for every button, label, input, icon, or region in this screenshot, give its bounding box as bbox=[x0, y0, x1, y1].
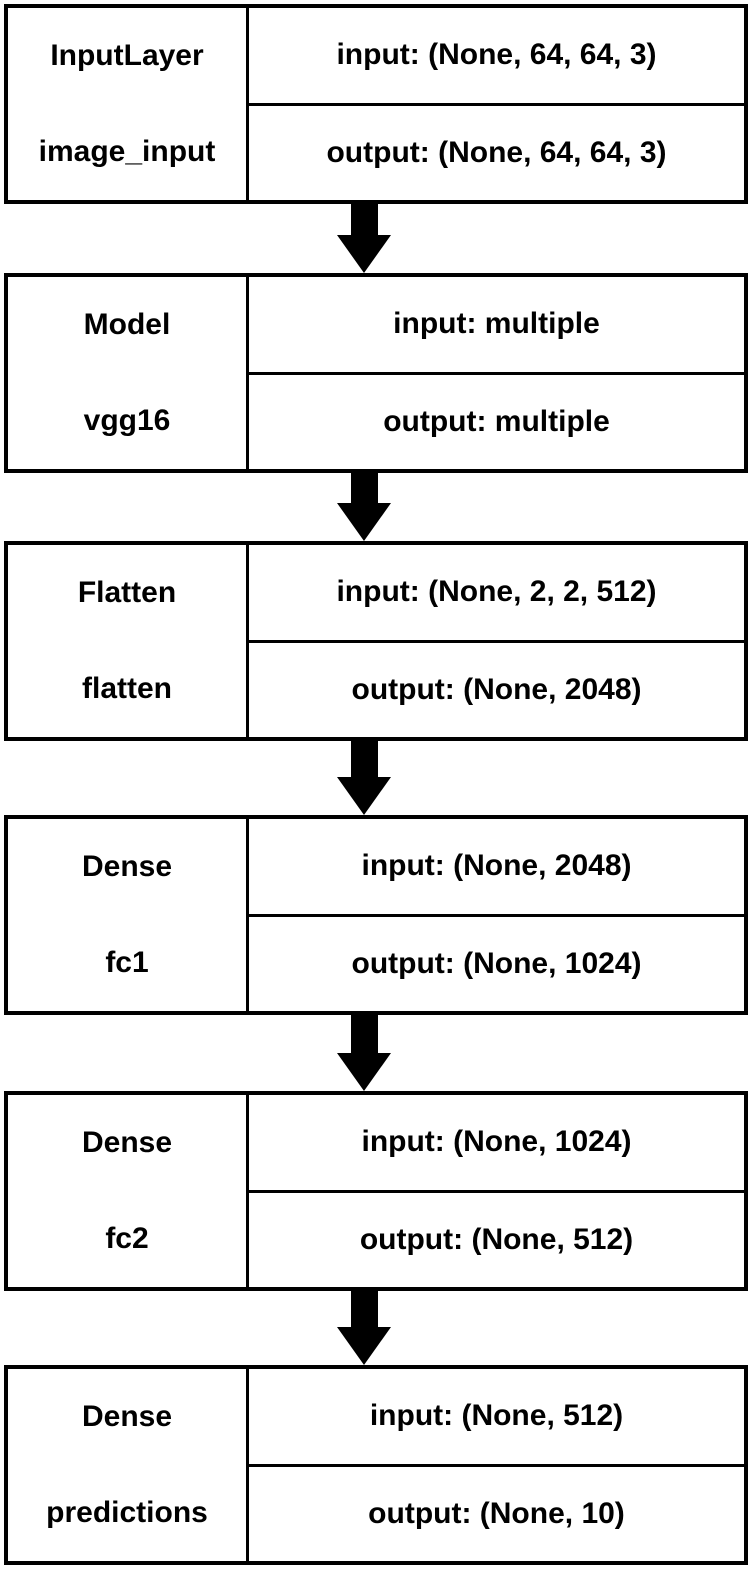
layer-input-shape: input: (None, 2048) bbox=[249, 819, 744, 917]
layer-name-label: fc2 bbox=[105, 1222, 149, 1255]
down-arrow-icon bbox=[337, 741, 391, 815]
arrow-shaft bbox=[350, 1291, 378, 1327]
layer-identity-cell: Dense fc2 bbox=[8, 1095, 249, 1287]
layer-name-label: predictions bbox=[46, 1496, 208, 1529]
layer-shapes-cell: input: (None, 64, 64, 3) output: (None, … bbox=[249, 8, 744, 200]
layer-node-image-input: InputLayer image_input input: (None, 64,… bbox=[4, 4, 748, 204]
arrow-shaft bbox=[350, 741, 378, 777]
layer-input-shape: input: (None, 64, 64, 3) bbox=[249, 8, 744, 106]
arrow-shaft bbox=[350, 204, 378, 235]
layer-output-shape: output: (None, 2048) bbox=[351, 672, 642, 706]
arrow-head bbox=[337, 235, 391, 273]
layer-node-vgg16: Model vgg16 input: multiple output: mult… bbox=[4, 273, 748, 473]
down-arrow-icon bbox=[337, 1291, 391, 1365]
layer-input-shape: input: (None, 2, 2, 512) bbox=[249, 545, 744, 643]
down-arrow-icon bbox=[337, 204, 391, 273]
layer-identity-cell: Model vgg16 bbox=[8, 277, 249, 469]
layer-node-flatten: Flatten flatten input: (None, 2, 2, 512)… bbox=[4, 541, 748, 741]
layer-type-label: Dense bbox=[81, 1126, 173, 1159]
layer-shapes-cell: input: (None, 2, 2, 512) output: (None, … bbox=[249, 545, 744, 737]
arrow-shaft bbox=[350, 473, 378, 503]
layer-node-fc1: Dense fc1 input: (None, 2048) output: (N… bbox=[4, 815, 748, 1015]
layer-shapes-cell: input: (None, 512) output: (None, 10) bbox=[249, 1369, 744, 1561]
arrow-shaft bbox=[350, 1015, 378, 1053]
layer-type-label: Dense bbox=[81, 850, 173, 883]
layer-identity-cell: Dense fc1 bbox=[8, 819, 249, 1011]
layer-input-shape: input: multiple bbox=[249, 277, 744, 375]
layer-type-label: Flatten bbox=[77, 576, 177, 609]
layer-shapes-cell: input: (None, 2048) output: (None, 1024) bbox=[249, 819, 744, 1011]
layer-name-label: fc1 bbox=[105, 946, 149, 979]
arrow-head bbox=[337, 1327, 391, 1365]
layer-identity-cell: Flatten flatten bbox=[8, 545, 249, 737]
layer-name-label: image_input bbox=[38, 135, 216, 168]
layer-type-label: Model bbox=[83, 308, 171, 341]
arrow-head bbox=[337, 1053, 391, 1091]
layer-shapes-cell: input: (None, 1024) output: (None, 512) bbox=[249, 1095, 744, 1287]
layer-input-shape: input: (None, 1024) bbox=[249, 1095, 744, 1193]
layer-output-shape: output: multiple bbox=[383, 404, 610, 438]
layer-node-fc2: Dense fc2 input: (None, 1024) output: (N… bbox=[4, 1091, 748, 1291]
layer-identity-cell: InputLayer image_input bbox=[8, 8, 249, 200]
layer-output-shape: output: (None, 1024) bbox=[351, 946, 642, 980]
layer-identity-cell: Dense predictions bbox=[8, 1369, 249, 1561]
layer-name-label: vgg16 bbox=[83, 404, 171, 437]
layer-shapes-cell: input: multiple output: multiple bbox=[249, 277, 744, 469]
down-arrow-icon bbox=[337, 473, 391, 541]
layer-output-shape: output: (None, 64, 64, 3) bbox=[326, 135, 667, 169]
layer-output-shape: output: (None, 10) bbox=[368, 1496, 625, 1530]
arrow-head bbox=[337, 777, 391, 815]
down-arrow-icon bbox=[337, 1015, 391, 1091]
layer-input-shape: input: (None, 512) bbox=[249, 1369, 744, 1467]
arrow-head bbox=[337, 503, 391, 541]
layer-type-label: Dense bbox=[81, 1400, 173, 1433]
layer-name-label: flatten bbox=[82, 672, 172, 705]
layer-node-predictions: Dense predictions input: (None, 512) out… bbox=[4, 1365, 748, 1565]
layer-type-label: InputLayer bbox=[50, 39, 204, 72]
layer-output-shape: output: (None, 512) bbox=[359, 1222, 634, 1256]
